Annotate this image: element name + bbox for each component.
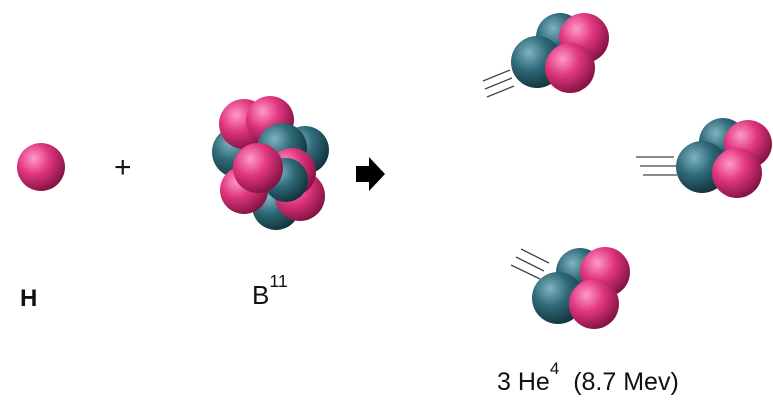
helium-4-nucleus bbox=[676, 118, 772, 198]
reactant-2-label: B11 bbox=[252, 272, 288, 310]
motion-lines bbox=[482, 69, 677, 280]
proton-sphere bbox=[569, 279, 619, 329]
right-arrow-icon bbox=[356, 157, 385, 191]
helium-4-nucleus bbox=[532, 247, 630, 329]
proton-sphere bbox=[712, 148, 762, 198]
product-label: 3 He4 (8.7 Mev) bbox=[497, 360, 679, 397]
plus-operator: + bbox=[114, 151, 132, 184]
helium-mass-number: 4 bbox=[549, 359, 560, 378]
energy-release: (8.7 Mev) bbox=[573, 368, 679, 397]
boron-symbol: B bbox=[252, 279, 270, 310]
hydrogen-symbol: H bbox=[20, 285, 38, 312]
reactant-1-label: H bbox=[20, 287, 37, 311]
proton-sphere bbox=[17, 143, 65, 191]
boron-mass-number: 11 bbox=[269, 271, 288, 291]
helium-prefix: 3 He bbox=[497, 368, 550, 397]
helium-4-nucleus bbox=[511, 13, 609, 93]
proton-sphere bbox=[233, 143, 283, 193]
proton-sphere bbox=[545, 43, 595, 93]
boron-11-nucleus bbox=[212, 96, 329, 230]
hydrogen-nucleus bbox=[17, 143, 65, 191]
